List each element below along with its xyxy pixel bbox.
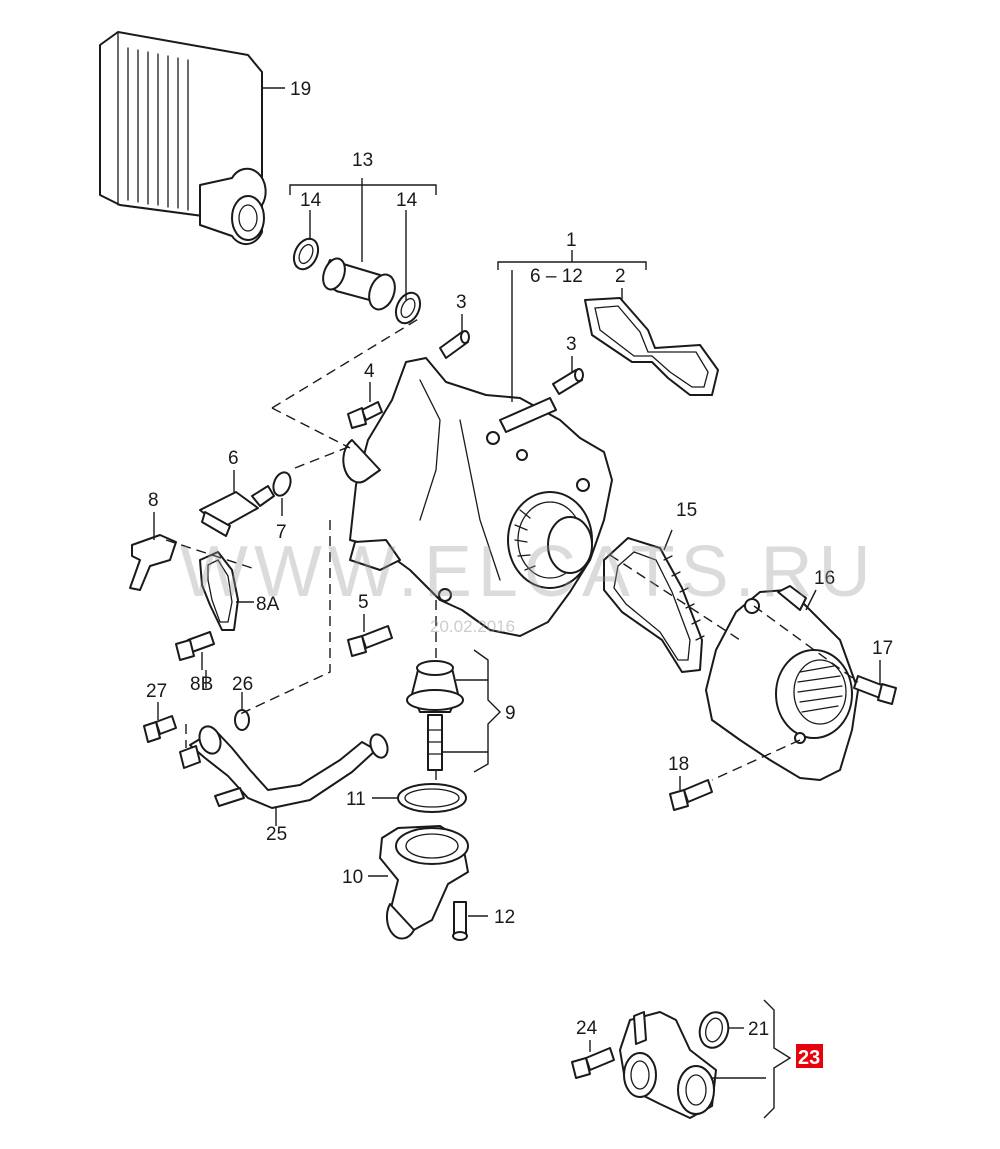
part-4-bolt[interactable] (347, 401, 383, 429)
callout-21[interactable]: 21 (748, 1019, 769, 1040)
part-8-bracket[interactable] (129, 534, 177, 591)
callout-14-left[interactable]: 14 (300, 190, 322, 211)
callout-16[interactable]: 16 (814, 568, 835, 589)
callout-8[interactable]: 8 (148, 490, 159, 511)
part-7-o-ring[interactable] (270, 470, 293, 498)
callout-3-upper[interactable]: 3 (456, 292, 467, 313)
callout-10[interactable]: 10 (342, 867, 363, 888)
part-24-bolt[interactable] (571, 1047, 615, 1079)
callout-1[interactable]: 1 (566, 230, 577, 251)
callout-27[interactable]: 27 (146, 681, 167, 702)
part-6-temperature-sender[interactable] (199, 485, 275, 537)
callout-5[interactable]: 5 (358, 592, 369, 613)
part-12-bolt[interactable] (452, 901, 468, 941)
callout-23[interactable]: 23 (798, 1047, 820, 1069)
part-27-bolt[interactable] (143, 715, 177, 743)
callout-24[interactable]: 24 (576, 1018, 598, 1039)
callout-8b[interactable]: 8B (190, 674, 213, 695)
part-25-coolant-pipe[interactable] (179, 723, 391, 809)
part-11-o-ring[interactable] (397, 783, 467, 813)
alignment-lines (165, 317, 859, 786)
part-23-coolant-flange[interactable] (619, 1011, 717, 1119)
callout-18[interactable]: 18 (668, 754, 689, 775)
watermark: WWW.ELCATS.RU 20.02.2016 (180, 532, 877, 636)
part-8b-bolt[interactable] (175, 631, 215, 661)
part-5-bolt[interactable] (347, 625, 393, 657)
callout-19[interactable]: 19 (290, 79, 311, 100)
callout-14-right[interactable]: 14 (396, 190, 418, 211)
callout-4[interactable]: 4 (364, 361, 375, 382)
callout-25[interactable]: 25 (266, 824, 287, 845)
callout-11[interactable]: 11 (346, 789, 366, 810)
part-8a-gasket[interactable] (199, 551, 239, 631)
part-16-belt-cover[interactable] (705, 585, 859, 781)
callout-23-badge[interactable] (796, 1044, 823, 1068)
callout-3-right[interactable]: 3 (566, 334, 577, 355)
callout-labels: 19 13 14 14 1 6 – 12 2 3 3 4 6 7 8 8A 8B… (146, 79, 893, 1069)
callout-6-12[interactable]: 6 – 12 (530, 266, 583, 287)
part-17-bolt[interactable] (853, 675, 897, 705)
part-3-dowel-pin-upper[interactable] (439, 330, 470, 359)
callout-7[interactable]: 7 (276, 522, 287, 543)
part-2-gasket[interactable] (584, 297, 719, 396)
leader-lines (153, 87, 881, 1119)
part-3-dowel-pin-right[interactable] (552, 368, 584, 395)
callout-8a[interactable]: 8A (256, 594, 280, 615)
callout-12[interactable]: 12 (494, 907, 515, 928)
part-21-o-ring[interactable] (696, 1009, 732, 1051)
part-18-bolt[interactable] (669, 779, 713, 811)
part-19-oil-cooler[interactable] (99, 31, 267, 246)
part-10-thermostat-housing[interactable] (379, 825, 469, 940)
part-15-toothed-belt[interactable] (603, 537, 705, 673)
callout-26[interactable]: 26 (232, 674, 253, 695)
callout-2[interactable]: 2 (615, 266, 626, 287)
callout-9[interactable]: 9 (505, 703, 516, 724)
part-14-o-ring-right[interactable] (391, 289, 424, 327)
part-13-connector[interactable] (319, 256, 399, 313)
callout-6[interactable]: 6 (228, 448, 239, 469)
part-14-o-ring-left[interactable] (289, 235, 322, 273)
callout-17[interactable]: 17 (872, 638, 893, 659)
callout-13[interactable]: 13 (352, 150, 373, 171)
watermark-code: 20.02.2016 (430, 617, 515, 636)
watermark-text: WWW.ELCATS.RU (180, 532, 877, 612)
part-1-water-pump-housing[interactable] (342, 357, 613, 637)
callout-15[interactable]: 15 (676, 500, 697, 521)
part-9-thermostat[interactable] (406, 660, 464, 771)
